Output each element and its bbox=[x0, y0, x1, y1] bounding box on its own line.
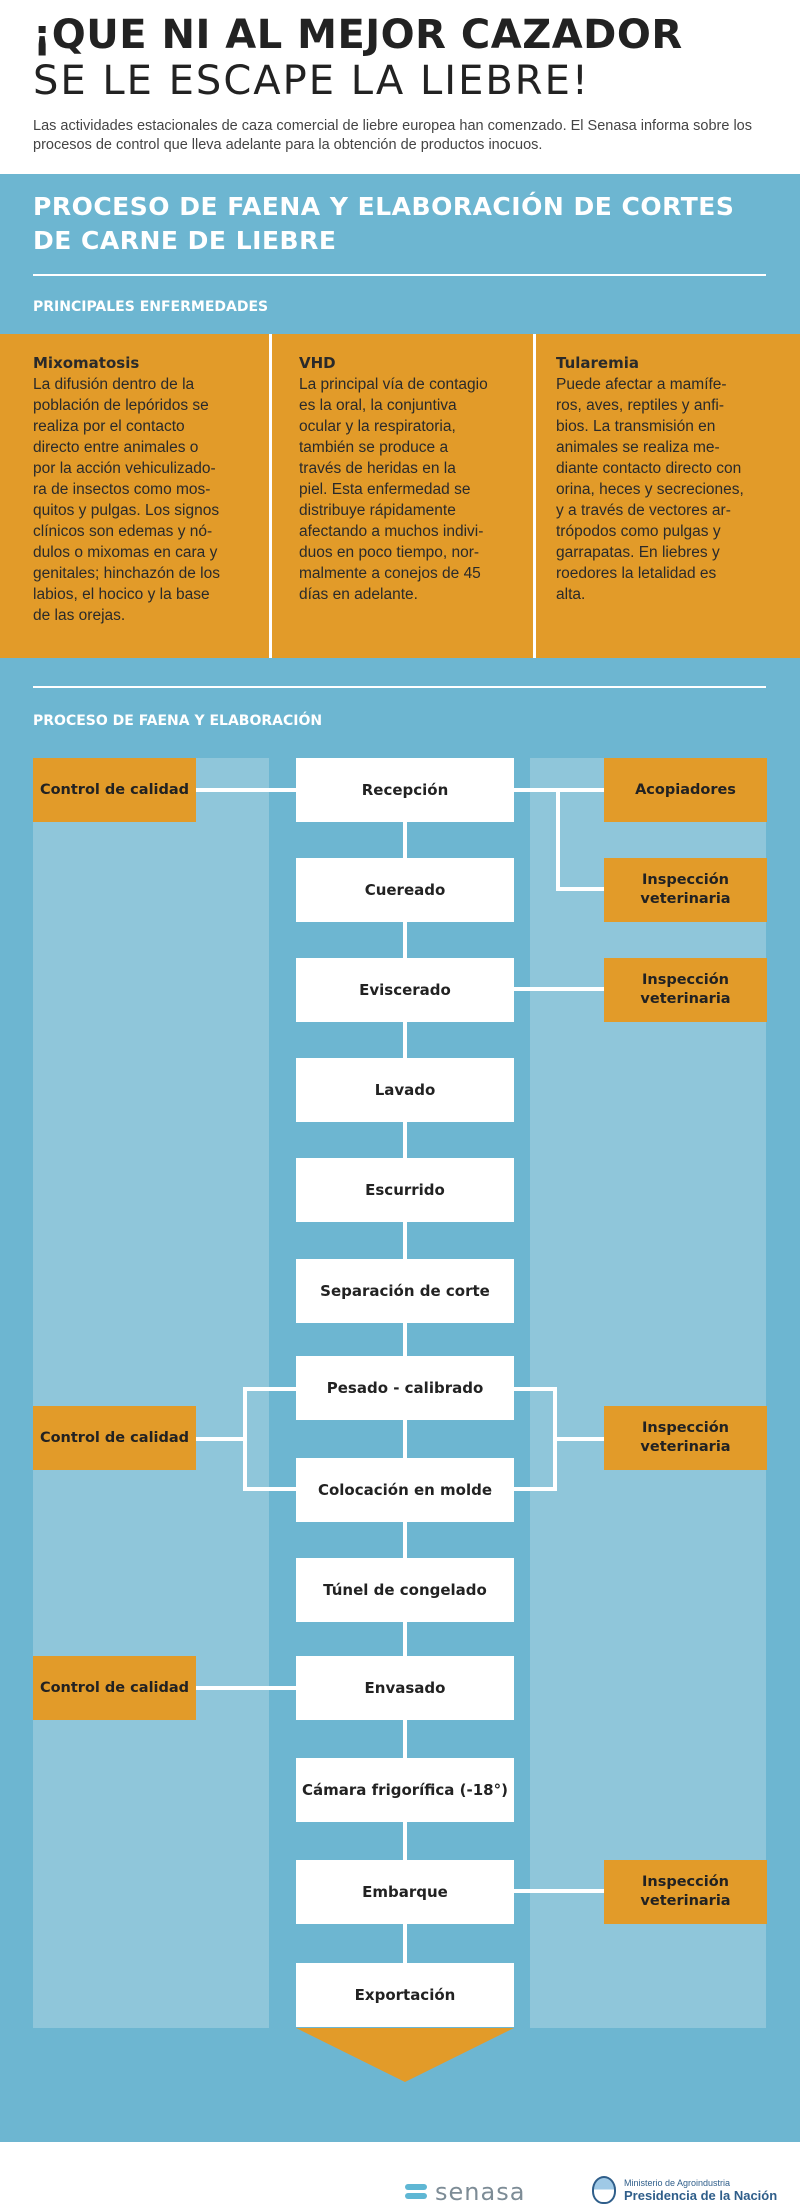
title-line-1: ¡QUE NI AL MEJOR CAZADOR bbox=[33, 12, 683, 58]
intro-text: Las actividades estacionales de caza com… bbox=[33, 118, 752, 153]
step-embarque: Embarque bbox=[296, 1860, 514, 1924]
column-divider bbox=[533, 334, 536, 658]
senasa-mark-icon bbox=[405, 2184, 427, 2200]
header: ¡QUE NI AL MEJOR CAZADOR SE LE ESCAPE LA… bbox=[0, 0, 800, 174]
disease-description: Puede afectar a mamífe-ros, aves, reptil… bbox=[556, 376, 744, 603]
connector bbox=[196, 1686, 296, 1690]
disease-name: Tularemia bbox=[556, 354, 639, 372]
title-line-2: SE LE ESCAPE LA LIEBRE! bbox=[33, 58, 590, 104]
connector bbox=[557, 1437, 604, 1441]
connector bbox=[243, 1387, 296, 1391]
connector bbox=[196, 1437, 243, 1441]
ministry-name: Ministerio de Agroindustria bbox=[624, 2177, 731, 2188]
step-separacion-de-corte: Separación de corte bbox=[296, 1259, 514, 1323]
tag-inspeccion-veterinaria: Inspección veterinaria bbox=[604, 1860, 767, 1924]
right-panel bbox=[530, 758, 766, 2028]
step-eviscerado: Eviscerado bbox=[296, 958, 514, 1022]
tag-inspeccion-veterinaria: Inspección veterinaria bbox=[604, 958, 767, 1022]
senasa-logo: senasa bbox=[405, 2178, 525, 2206]
section-title: PROCESO DE FAENA Y ELABORACIÓN DE CORTES… bbox=[33, 190, 753, 258]
step-tunel-de-congelado: Túnel de congelado bbox=[296, 1558, 514, 1622]
step-pesado-calibrado: Pesado - calibrado bbox=[296, 1356, 514, 1420]
connector bbox=[196, 788, 296, 792]
diseases-heading: PRINCIPALES ENFERMEDADES bbox=[33, 299, 269, 315]
divider bbox=[33, 686, 766, 688]
step-recepcion: Recepción bbox=[296, 758, 514, 822]
connector bbox=[556, 788, 560, 890]
disease-tularemia: Tularemia Puede afectar a mamífe-ros, av… bbox=[556, 354, 784, 605]
ministry-logo: Ministerio de Agroindustria Presidencia … bbox=[592, 2176, 777, 2204]
connector bbox=[243, 1387, 247, 1491]
left-panel bbox=[33, 758, 269, 2028]
connector bbox=[553, 1387, 557, 1491]
disease-name: Mixomatosis bbox=[33, 354, 140, 372]
step-envasado: Envasado bbox=[296, 1656, 514, 1720]
step-colocacion-en-molde: Colocación en molde bbox=[296, 1458, 514, 1522]
flow-end-arrow bbox=[296, 2028, 514, 2082]
step-cuereado: Cuereado bbox=[296, 858, 514, 922]
connector bbox=[514, 1387, 557, 1391]
section-title-line-1: PROCESO DE FAENA Y ELABORACIÓN DE CORTES bbox=[33, 192, 735, 221]
step-lavado: Lavado bbox=[296, 1058, 514, 1122]
section-title-line-2: DE CARNE DE LIEBRE bbox=[33, 226, 337, 255]
tag-acopiadores: Acopiadores bbox=[604, 758, 767, 822]
tag-control-de-calidad: Control de calidad bbox=[33, 1656, 196, 1720]
diseases-band bbox=[0, 334, 800, 658]
connector bbox=[514, 1487, 557, 1491]
process-heading: PROCESO DE FAENA Y ELABORACIÓN bbox=[33, 713, 323, 729]
tag-control-de-calidad: Control de calidad bbox=[33, 1406, 196, 1470]
connector bbox=[514, 987, 604, 991]
connector bbox=[514, 1889, 604, 1893]
divider bbox=[33, 274, 766, 276]
tag-inspeccion-veterinaria: Inspección veterinaria bbox=[604, 858, 767, 922]
presidency-name: Presidencia de la Nación bbox=[624, 2187, 778, 2203]
step-camara-frigorifica: Cámara frigorífica (-18°) bbox=[296, 1758, 514, 1822]
connector bbox=[243, 1487, 296, 1491]
senasa-logo-text: senasa bbox=[435, 2178, 526, 2206]
tag-inspeccion-veterinaria: Inspección veterinaria bbox=[604, 1406, 767, 1470]
disease-name: VHD bbox=[299, 354, 336, 372]
tag-control-de-calidad: Control de calidad bbox=[33, 758, 196, 822]
connector bbox=[556, 887, 604, 891]
footer bbox=[0, 2142, 800, 2209]
step-escurrido: Escurrido bbox=[296, 1158, 514, 1222]
column-divider bbox=[269, 334, 272, 658]
national-seal-icon bbox=[592, 2176, 616, 2204]
step-exportacion: Exportación bbox=[296, 1963, 514, 2027]
